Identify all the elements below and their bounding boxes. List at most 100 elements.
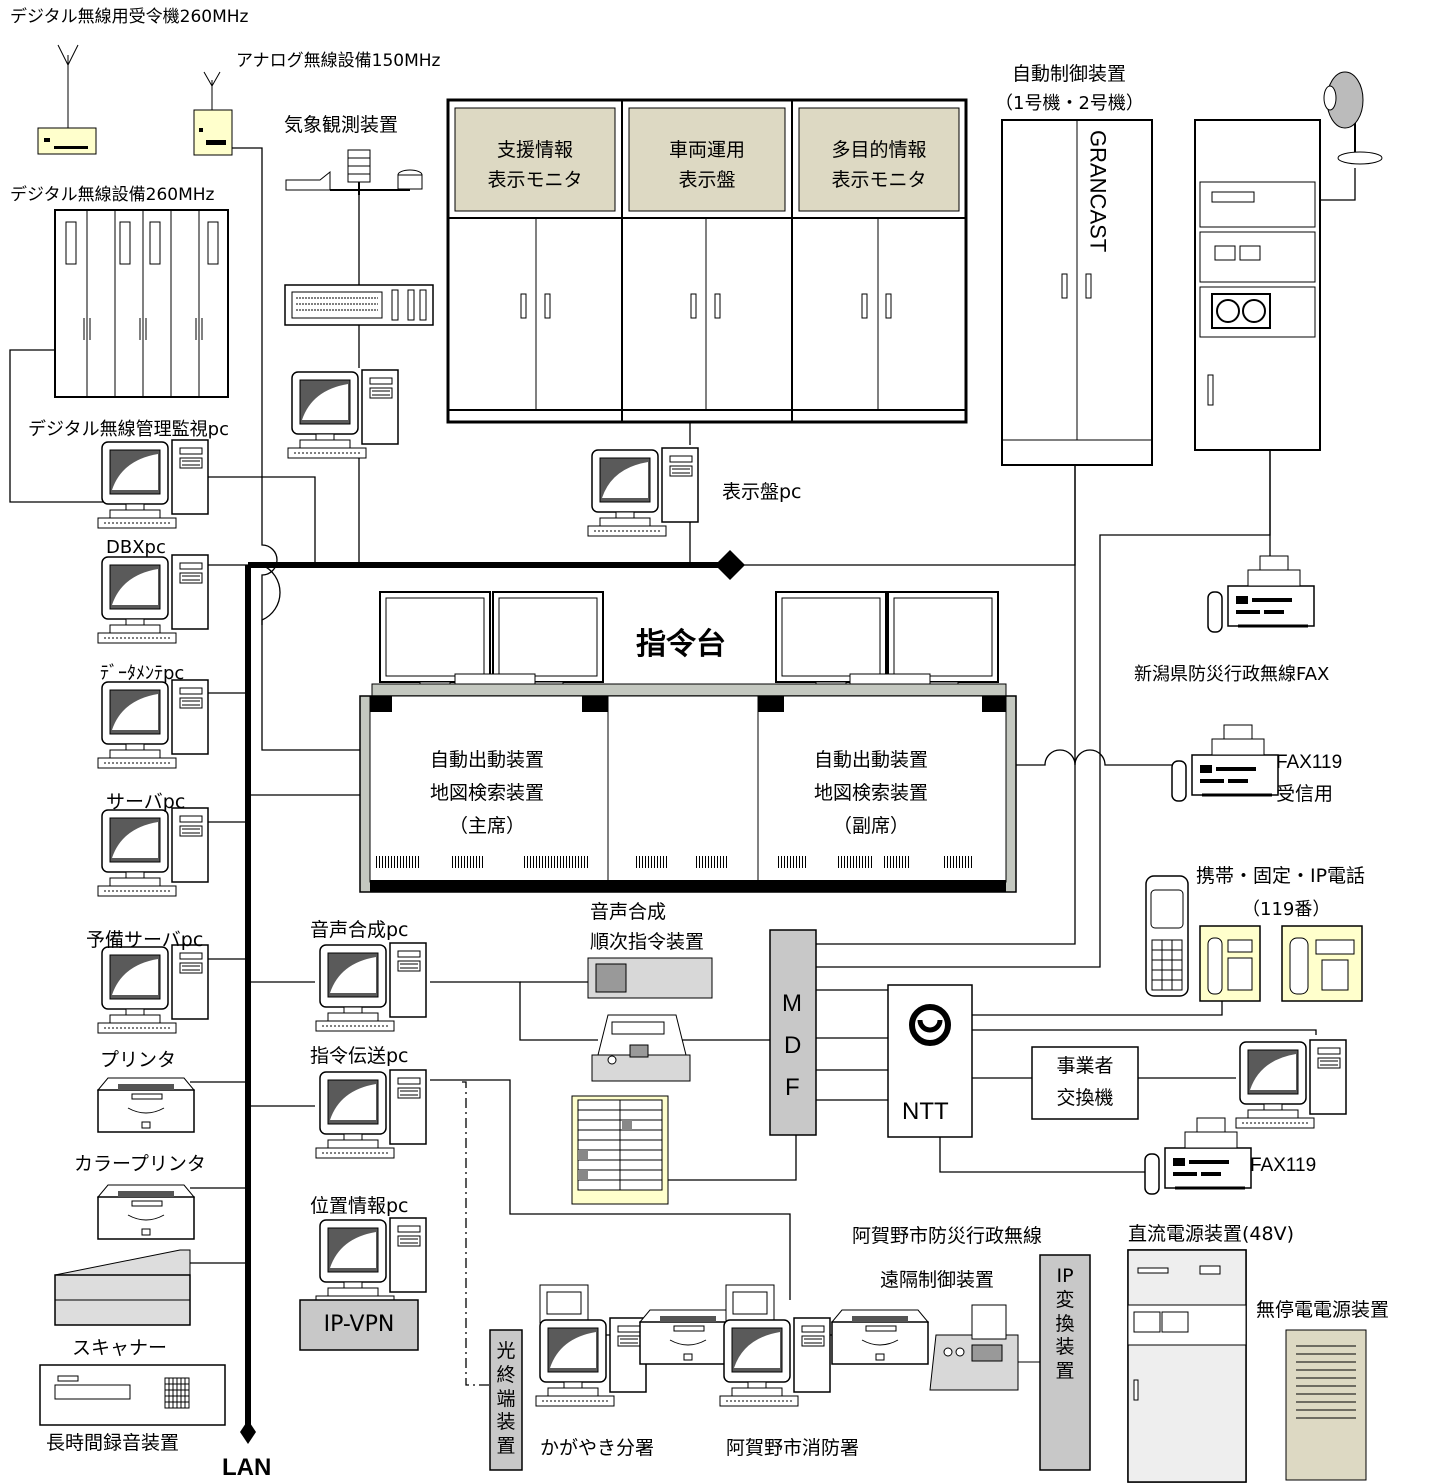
cmd-tx-pc-label: 指令伝送pc	[310, 1045, 409, 1067]
agano-radio-label: 阿賀野市防災行政無線	[852, 1225, 1043, 1247]
digital-monitor-pc-icon	[97, 439, 209, 529]
location-pc-label: 位置情報pc	[310, 1195, 409, 1217]
phones-label-2: （119番）	[1242, 899, 1331, 920]
niigata-fax-icon	[1206, 554, 1316, 634]
fax119-recv-label-2: 受信用	[1276, 783, 1334, 805]
satellite-rack	[1194, 71, 1383, 451]
voice-pc-label: 音声合成pc	[310, 919, 409, 941]
panel-multi-line2: 表示モニタ	[831, 169, 927, 191]
dbx-pc-icon	[97, 554, 209, 644]
color-printer-label: カラープリンタ	[74, 1153, 206, 1175]
agano-office-equip	[719, 1284, 929, 1407]
console-main-line3: （主席）	[448, 815, 525, 837]
ups-label: 無停電電源装置	[1256, 1299, 1390, 1321]
location-pc-icon	[315, 1217, 427, 1307]
digital-radio-rack	[54, 209, 229, 398]
voice-device-label-2: 順次指令装置	[590, 931, 705, 953]
display-pc-label: 表示盤pc	[722, 481, 802, 503]
fax119-recv-label-1: FAX119	[1276, 752, 1343, 773]
kagayaki-label: かがやき分署	[540, 1437, 655, 1459]
ups-rack	[1285, 1329, 1367, 1481]
server-pc-icon	[97, 807, 209, 897]
mdf-label-d: D	[784, 1032, 802, 1059]
ntt-logo	[909, 1004, 951, 1046]
auto-control-rack	[1001, 119, 1153, 466]
fax119-recv-icon	[1170, 723, 1280, 803]
console-main-line2: 地図検索装置	[429, 782, 544, 804]
command-desk-label: 指令台	[636, 627, 726, 662]
mdf-box	[769, 929, 817, 1136]
auto-control-label-2: （1号機・2号機）	[995, 93, 1144, 114]
remote-control-device	[929, 1304, 1040, 1391]
fax119-label: FAX119	[1250, 1155, 1317, 1176]
digital-receiver-device	[37, 44, 97, 155]
lan-label: LAN	[222, 1454, 272, 1481]
printer-icon	[97, 1077, 195, 1133]
backup-server-pc-label: 予備サーバpc	[86, 929, 204, 951]
digital-radio-label: デジタル無線設備260MHz	[10, 185, 215, 205]
backup-server-pc-icon	[97, 944, 209, 1034]
scanner-device	[54, 1249, 191, 1326]
lan-node-top	[715, 550, 745, 580]
carrier-label-2: 交換機	[1056, 1087, 1114, 1109]
phones-label-1: 携帯・固定・IP電話	[1196, 865, 1366, 887]
panel-vehicle-line2: 表示盤	[678, 169, 736, 191]
landline-phone-icon	[1199, 925, 1261, 1002]
lan-node-bottom	[240, 1420, 256, 1444]
grancast-label: GRANCAST	[1085, 130, 1111, 253]
mobile-phone-icon	[1145, 875, 1189, 997]
carrier-label-1: 事業者	[1056, 1055, 1114, 1077]
weather-label: 気象観測装置	[284, 114, 399, 136]
analog-radio-label: アナログ無線設備150MHz	[236, 51, 441, 71]
ipvpn-label: IP-VPN	[323, 1312, 395, 1337]
console-sub-line1: 自動出動装置	[813, 749, 928, 771]
optical-label: 光終端装置	[496, 1340, 516, 1457]
datamente-pc-icon	[97, 679, 209, 769]
ntt-box	[887, 984, 973, 1138]
command-console	[359, 591, 1017, 893]
ipvpn-box	[299, 1299, 419, 1351]
recorder-device	[39, 1364, 226, 1426]
niigata-fax-label: 新潟県防災行政無線FAX	[1134, 664, 1330, 685]
dbx-pc-label: DBXpc	[106, 537, 166, 558]
voice-device-label-1: 音声合成	[590, 901, 667, 923]
ip-phone-icon	[1281, 925, 1363, 1002]
recorder-label: 長時間録音装置	[46, 1432, 180, 1454]
datamente-pc-label: ﾃﾞｰﾀﾒﾝﾃpc	[100, 663, 185, 684]
weather-station-device	[284, 149, 434, 326]
kagayaki-office-equip	[535, 1284, 737, 1407]
printer-label: プリンタ	[100, 1049, 177, 1071]
voice-command-device	[587, 957, 713, 1082]
server-pc-label: サーバpc	[106, 791, 186, 813]
analog-radio-device	[193, 71, 233, 156]
digital-monitor-pc-label: デジタル無線管理監視pc	[28, 419, 229, 440]
ip-converter-box	[1039, 1254, 1091, 1471]
ntt-label: NTT	[902, 1098, 949, 1125]
mdf-label-f: F	[785, 1074, 800, 1101]
auto-control-label-1: 自動制御装置	[1012, 63, 1127, 85]
dc-power-rack	[1127, 1249, 1247, 1483]
panel-support-line2: 表示モニタ	[487, 169, 583, 191]
weather-pc-icon	[287, 369, 399, 459]
console-sub-line2: 地図検索装置	[813, 782, 928, 804]
display-wall	[446, 98, 968, 424]
dc-power-label: 直流電源装置(48V)	[1128, 1223, 1294, 1245]
optical-terminal-box	[489, 1329, 523, 1471]
color-printer-icon	[97, 1184, 195, 1240]
remote-control-label: 遠隔制御装置	[880, 1269, 995, 1291]
carrier-exchange-box	[1031, 1046, 1139, 1120]
cmd-tx-pc-icon	[315, 1069, 427, 1159]
patch-panel	[571, 1095, 669, 1205]
console-sub-line3: （副席）	[832, 815, 909, 837]
display-pc-icon	[587, 447, 699, 537]
panel-multi-line1: 多目的情報	[831, 139, 927, 161]
carrier-pc-icon	[1235, 1039, 1347, 1129]
console-main-line1: 自動出動装置	[429, 749, 544, 771]
digital-receiver-label: デジタル無線用受令機260MHz	[10, 7, 249, 27]
fax119-icon	[1143, 1116, 1253, 1196]
panel-vehicle-line1: 車両運用	[668, 139, 745, 161]
scanner-label: スキャナー	[72, 1337, 168, 1359]
agano-fire-label: 阿賀野市消防署	[726, 1437, 860, 1459]
